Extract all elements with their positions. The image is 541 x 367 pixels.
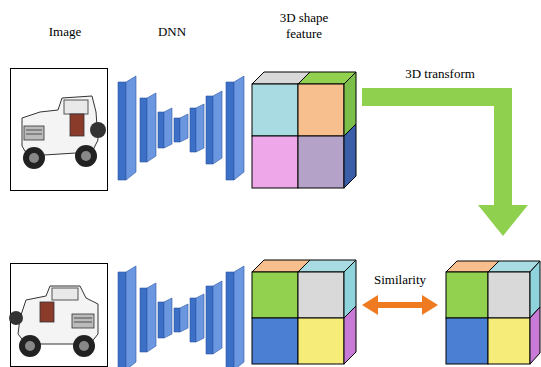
label: Similarity [350,272,450,288]
dnn-symbol [118,76,244,180]
image-frame [11,264,108,367]
label: DNN [127,24,217,40]
feature-cube [446,261,540,364]
feature-cube [252,72,356,188]
jeep-illustration [22,96,106,169]
label: 3D transform [375,66,505,82]
jeep-illustration [9,286,98,357]
transform-arrow [362,88,528,236]
feature-cube [252,260,356,364]
image-frame [11,69,108,191]
similarity-arrow [362,295,438,315]
dnn-symbol [118,266,244,367]
label: Image [20,24,110,40]
label: 3D shape feature [271,10,337,42]
